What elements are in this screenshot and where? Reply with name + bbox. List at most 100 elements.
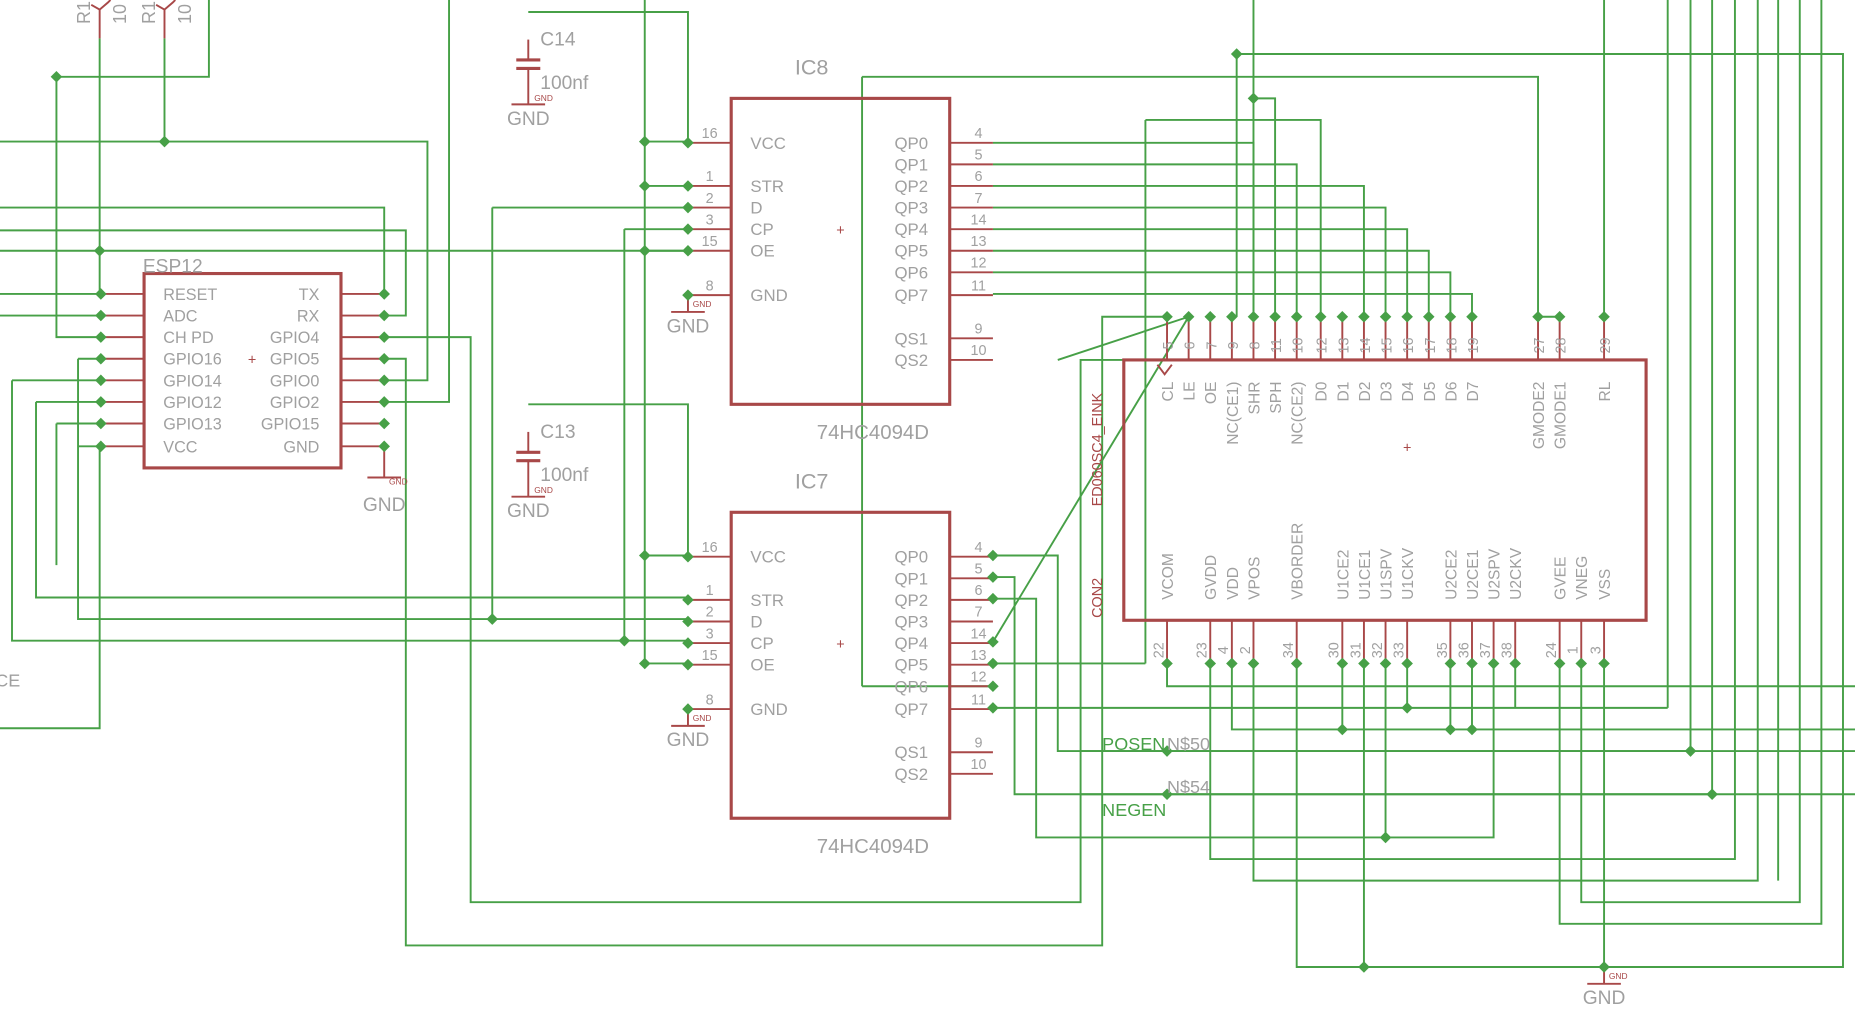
wire — [1253, 97, 1277, 317]
ic7-gnd-small-label: GND — [693, 713, 712, 723]
junction-dot — [486, 613, 499, 625]
ic7-pin-num: 13 — [971, 648, 987, 664]
display-bottom-junction — [1290, 657, 1303, 670]
esp12-right-junction — [378, 396, 390, 408]
ic7-pin-num: 1 — [706, 583, 714, 599]
capacitor-c13-value: 100nf — [540, 465, 589, 486]
ic8-pin-num: 13 — [971, 234, 987, 250]
junction-dot — [987, 680, 999, 693]
display-pin-num: 33 — [1392, 642, 1408, 658]
junction-dot — [1161, 745, 1173, 757]
junction-dot — [987, 571, 999, 583]
wire — [1295, 663, 1364, 968]
junction-dot — [93, 244, 106, 257]
display-pin-num: 24 — [1544, 642, 1560, 658]
display-bottom-junction — [1336, 657, 1349, 670]
esp12-pin-gpio16: GPIO16 — [163, 351, 222, 369]
ic8-pin-num: 10 — [971, 343, 987, 359]
esp12-pin-gpio2: GPIO2 — [270, 394, 320, 412]
esp12-left-junction — [95, 374, 107, 387]
display-pin-gvee: GVEE — [1553, 557, 1570, 600]
display-top-junction — [1598, 310, 1610, 323]
ic7-pin-qp7: QP7 — [894, 700, 928, 719]
display-bottom-junction — [1161, 657, 1173, 670]
components-layer — [90, 0, 1648, 985]
display-pin-d1: D1 — [1335, 382, 1352, 402]
ic8-pin-num: 5 — [975, 148, 983, 164]
junction-dot — [618, 634, 631, 647]
junction-dot — [987, 702, 999, 714]
wire — [0, 229, 407, 317]
wire — [0, 446, 101, 730]
esp12-pin-gpio0: GPIO0 — [270, 372, 320, 390]
ic8-pin-d: D — [750, 199, 762, 218]
display-top-junction — [1247, 310, 1260, 323]
display-pin-num: 12 — [1315, 338, 1331, 354]
esp12-name: ESP12 — [143, 256, 203, 277]
ic7-pin-num: 11 — [971, 692, 986, 708]
display-pin-num: 23 — [1195, 642, 1211, 658]
ic7-pin-num: 12 — [971, 669, 987, 685]
esp12-pin-vcc: VCC — [163, 438, 197, 456]
junction-dot — [987, 549, 999, 562]
junction-dot — [987, 636, 999, 648]
ic7-pin-str: STR — [750, 591, 784, 610]
display-pin-nc(ce2): NC(CE2) — [1290, 382, 1307, 445]
ic7-pin-d: D — [750, 612, 762, 631]
junction-dot — [638, 244, 651, 257]
ic7-pin-num: 16 — [702, 540, 718, 556]
display-top-junction — [1182, 310, 1195, 323]
junction-dot — [1358, 961, 1370, 973]
ic8-pin-num: 9 — [975, 322, 983, 338]
display-pin-num: 15 — [1380, 338, 1396, 354]
resistor-name: R1 — [139, 1, 159, 24]
wire — [862, 75, 1539, 317]
junction-dot — [1247, 92, 1260, 105]
display-origin: + — [1403, 440, 1411, 456]
ic7-pin-qp3: QP3 — [894, 612, 928, 631]
display-top-junction — [1422, 310, 1435, 323]
junction-dot — [987, 592, 999, 605]
junction-dot — [987, 657, 999, 670]
display-pin-num: 22 — [1151, 642, 1167, 658]
ic7-gnd-label: GND — [667, 730, 710, 751]
junction-dot — [1161, 788, 1173, 801]
wire — [992, 292, 1473, 317]
ic7-pin-num: 7 — [975, 605, 983, 621]
display-pin-gmode2: GMODE2 — [1531, 382, 1548, 450]
capacitor-c14-gnd-label: GND — [507, 109, 550, 130]
ic8-pin-num: 2 — [706, 191, 714, 207]
display-top-junction — [1532, 310, 1544, 323]
esp12-gnd-small: GND — [389, 477, 408, 487]
wire — [1230, 663, 1855, 731]
clock-marker — [1156, 364, 1173, 376]
display-pin-nc(ce1): NC(CE1) — [1225, 382, 1242, 445]
capacitor-c13-name: C13 — [540, 422, 575, 443]
display-pin-num: 3 — [1588, 646, 1604, 654]
junction-dot — [638, 135, 651, 148]
ic7-pin-junction — [682, 615, 694, 628]
ic8-pin-qs2: QS2 — [894, 351, 928, 370]
ic7-pin-num: 9 — [975, 735, 983, 751]
ic8-pin-num: 12 — [971, 256, 987, 272]
ic8-pin-num: 4 — [975, 126, 983, 142]
ic8-origin: + — [836, 223, 844, 239]
display-pin-num: 17 — [1423, 338, 1439, 354]
wire — [1252, 0, 1759, 882]
display-pin-rl: RL — [1597, 381, 1614, 401]
esp12-pin-rx: RX — [297, 308, 320, 326]
display-pin-gmode1: GMODE1 — [1553, 382, 1570, 450]
wire — [992, 228, 1409, 317]
wires-layer — [0, 0, 1855, 968]
ic8-part: 74HC4094D — [817, 422, 929, 444]
ic7-pin-junction — [682, 637, 694, 649]
capacitor-c13-gnd-label: GND — [507, 501, 550, 522]
ic8-name: IC8 — [795, 54, 829, 79]
bottom-gnd-small-label: GND — [1609, 971, 1628, 981]
display-top-junction — [1401, 310, 1413, 323]
wire — [992, 206, 1387, 317]
display-pin-d2: D2 — [1357, 382, 1374, 402]
display-top-junction — [1553, 310, 1566, 323]
wire — [1057, 315, 1189, 361]
display-pin-num: 38 — [1500, 642, 1516, 658]
